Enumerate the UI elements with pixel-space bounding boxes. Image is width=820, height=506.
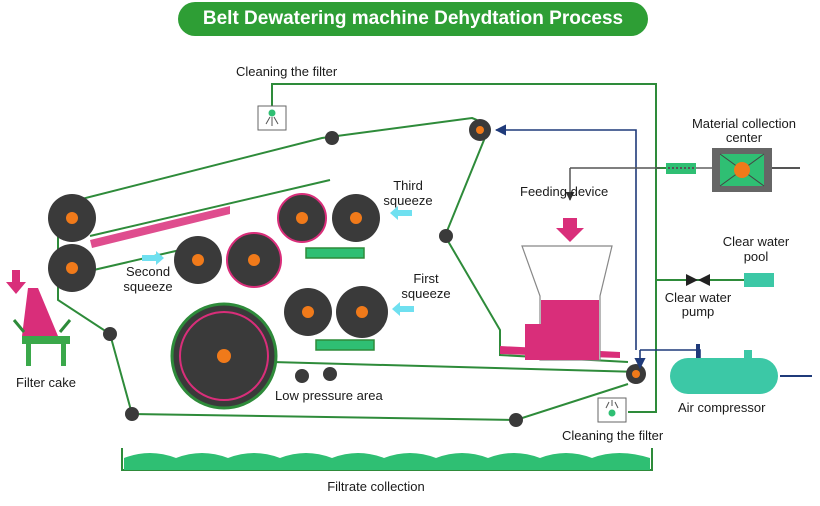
idler-roller xyxy=(295,369,309,383)
label-second-squeeze-2: squeeze xyxy=(123,279,172,294)
label-clear-water-pool-1: Clear water xyxy=(723,234,790,249)
label-clear-water-pool-2: pool xyxy=(744,249,769,264)
idler-roller xyxy=(509,413,523,427)
idler-roller xyxy=(103,327,117,341)
label-clear-water-pump-2: pump xyxy=(682,304,715,319)
label-cleaning-filter-bottom: Cleaning the filter xyxy=(562,428,664,443)
diagram-title: Belt Dewatering machine Dehydtation Proc… xyxy=(178,2,648,36)
low-pressure-drum xyxy=(170,302,278,410)
cake-discharge-arrow xyxy=(6,270,26,294)
label-filtrate-collection: Filtrate collection xyxy=(327,479,425,494)
idler-roller xyxy=(125,407,139,421)
squeeze-trays xyxy=(305,247,375,351)
label-filter-cake: Filter cake xyxy=(16,375,76,390)
roller-first-1 xyxy=(284,288,332,336)
sludge-layer-upper xyxy=(90,206,230,248)
feeding-hopper xyxy=(521,245,613,361)
roller-top-right xyxy=(469,119,491,141)
roller-bottom-right xyxy=(626,364,646,384)
label-air-compressor: Air compressor xyxy=(678,400,766,415)
air-compressor xyxy=(670,344,812,394)
label-feeding-device: Feeding device xyxy=(520,184,608,199)
cleaning-sprayer-bottom xyxy=(597,397,627,423)
material-collection-center xyxy=(666,148,800,192)
idler-roller xyxy=(323,367,337,381)
idler-roller xyxy=(325,131,339,145)
roller-third-1 xyxy=(277,193,327,243)
label-clear-water-pump-1: Clear water xyxy=(665,290,732,305)
filtrate-tray xyxy=(121,448,653,471)
label-first-squeeze-1: First xyxy=(413,271,439,286)
label-material-center-2: center xyxy=(726,130,763,145)
clear-water-pool xyxy=(744,273,774,287)
label-cleaning-filter-top: Cleaning the filter xyxy=(236,64,338,79)
roller-drive-bottom xyxy=(48,244,96,292)
label-second-squeeze-1: Second xyxy=(126,264,170,279)
label-first-squeeze-2: squeeze xyxy=(401,286,450,301)
roller-drive-top xyxy=(48,194,96,242)
squeeze-direction-arrows xyxy=(142,206,414,316)
label-third-squeeze-1: Third xyxy=(393,178,423,193)
roller-first-2 xyxy=(336,286,388,338)
roller-second-2 xyxy=(226,232,282,288)
label-low-pressure-area: Low pressure area xyxy=(275,388,383,403)
clear-water-pump xyxy=(686,274,710,286)
roller-third-2 xyxy=(332,194,380,242)
rollers xyxy=(48,119,646,427)
roller-second-1 xyxy=(174,236,222,284)
cleaning-sprayer-top xyxy=(257,105,287,131)
label-material-center-1: Material collection xyxy=(692,116,796,131)
feed-arrow xyxy=(556,218,584,242)
label-third-squeeze-2: squeeze xyxy=(383,193,432,208)
idler-roller xyxy=(439,229,453,243)
filter-cake-unit xyxy=(12,288,72,366)
